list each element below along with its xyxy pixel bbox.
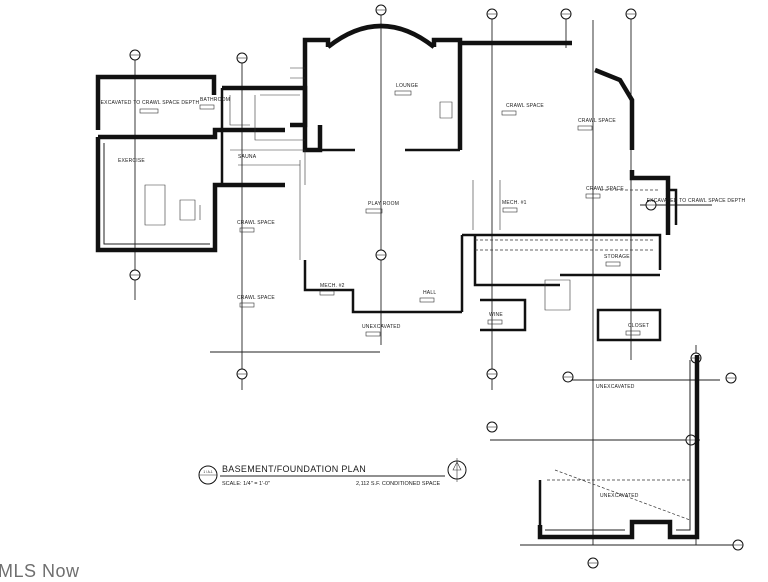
room-tags — [139, 90, 641, 337]
room-label-lounge: LOUNGE — [396, 83, 419, 89]
room-label-play-room: PLAY ROOM — [368, 201, 399, 207]
room-label-mech2: MECH. #2 — [320, 283, 345, 289]
room-labels: EXCAVATED TO CRAWL SPACE DEPTH BATHROOM … — [101, 83, 746, 499]
sheet-title: BASEMENT/FOUNDATION PLAN — [222, 464, 366, 474]
room-label-unexcavated-right: UNEXCAVATED — [596, 384, 635, 390]
room-label-crawl-space-left2: CRAWL SPACE — [237, 295, 275, 301]
grid-lines — [134, 10, 742, 546]
room-label-excavated-right: EXCAVATED TO CRAWL SPACE DEPTH — [647, 198, 746, 204]
room-label-mech1: MECH. #1 — [502, 200, 527, 206]
title-block: 1 / A-1 BASEMENT/FOUNDATION PLAN SCALE: … — [198, 458, 467, 487]
foundation-walls — [95, 23, 700, 540]
room-label-hall: HALL — [423, 290, 436, 296]
room-label-wine: WINE — [489, 312, 503, 318]
sheet-scale: SCALE: 1/4" = 1'-0" — [222, 481, 270, 487]
room-label-unexcavated-bottom: UNEXCAVATED — [600, 493, 639, 499]
room-label-bathroom: BATHROOM — [200, 97, 230, 103]
room-label-excavated-left: EXCAVATED TO CRAWL SPACE DEPTH — [101, 100, 200, 106]
conditioned-space-note: 2,112 S.F. CONDITIONED SPACE — [356, 481, 440, 487]
room-label-sauna: SAUNA — [238, 154, 257, 160]
room-label-crawl-space-left1: CRAWL SPACE — [237, 220, 275, 226]
watermark: MLS Now — [0, 561, 80, 581]
room-label-closet: CLOSET — [628, 323, 649, 329]
grid-bubbles — [129, 4, 744, 569]
room-label-crawl-space-right2: CRAWL SPACE — [586, 186, 624, 192]
section-tag: 1 / A-1 — [203, 470, 212, 474]
room-label-unexcavated-mid: UNEXCAVATED — [362, 324, 401, 330]
room-label-crawl-space-top: CRAWL SPACE — [506, 103, 544, 109]
interior-partitions — [144, 67, 691, 521]
room-label-exercise: EXERCISE — [118, 158, 145, 164]
room-label-crawl-space-right: CRAWL SPACE — [578, 118, 616, 124]
room-label-storage: STORAGE — [604, 254, 630, 260]
